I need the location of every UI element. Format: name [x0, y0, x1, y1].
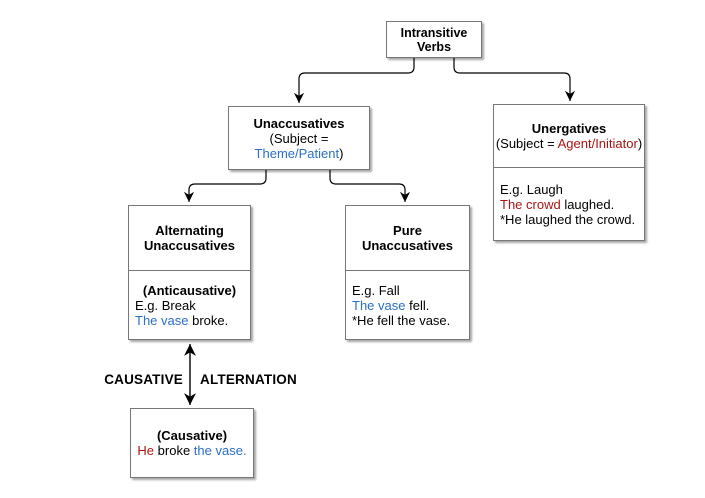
node-title: Unergatives	[531, 121, 607, 136]
agent-initiator-text: Agent/Initiator	[557, 136, 638, 151]
example-line: *He fell the vase.	[352, 312, 451, 328]
node-title-line: Pure	[393, 223, 422, 238]
subhead-anticausative: (Anticausative)	[142, 282, 237, 298]
node-title-line: Unaccusatives	[361, 238, 454, 253]
example-line: He broke the vase.	[137, 443, 247, 458]
node-header: Pure Unaccusatives	[346, 206, 469, 271]
node-header: Alternating Unaccusatives	[129, 206, 250, 271]
node-title-line: Verbs	[416, 39, 452, 54]
node-title: Unaccusatives	[253, 115, 345, 131]
node-pure-unaccusatives: Pure Unaccusatives E.g. Fall The vase fe…	[345, 205, 470, 340]
example-line: E.g. Fall	[352, 282, 400, 298]
node-examples: E.g. Laugh The crowd laughed. *He laughe…	[494, 168, 644, 240]
node-causative: (Causative) He broke the vase.	[130, 408, 254, 478]
example-line: The vase fell.	[352, 297, 430, 313]
example-line: The vase broke.	[135, 312, 229, 328]
example-line: E.g. Break	[135, 297, 196, 313]
connector-unaccusatives-to-pure	[329, 170, 411, 202]
node-unergatives: Unergatives (Subject = Agent/Initiator) …	[493, 104, 645, 241]
connector-root-to-unergatives	[453, 57, 576, 101]
causative-alternation-label-left: CAUSATIVE	[104, 372, 183, 387]
node-examples: E.g. Fall The vase fell. *He fell the va…	[346, 271, 469, 339]
example-line: The crowd laughed.	[500, 196, 615, 212]
node-title-line: Intransitive	[400, 25, 468, 40]
node-intransitive-verbs: Intransitive Verbs	[386, 21, 482, 58]
node-examples: (Anticausative) E.g. Break The vase brok…	[129, 271, 250, 339]
subhead-causative: (Causative)	[156, 428, 228, 443]
node-title-line: Alternating	[155, 223, 224, 238]
connector-unaccusatives-to-alternating	[183, 170, 267, 202]
theme-patient-text: Theme/Patient	[254, 145, 340, 161]
node-header: Unergatives (Subject = Agent/Initiator)	[494, 105, 644, 168]
node-unaccusatives: Unaccusatives (Subject = Theme/Patient)	[228, 106, 370, 170]
node-title-line: Unaccusatives	[143, 238, 236, 253]
node-subtitle: (Subject = Theme/Patient)	[254, 130, 344, 161]
connector-root-to-unaccusatives	[293, 57, 415, 103]
node-subtitle: (Subject = Agent/Initiator)	[495, 136, 643, 151]
causative-alternation-label-right: ALTERNATION	[200, 372, 297, 387]
example-line: E.g. Laugh	[500, 181, 563, 197]
example-line: *He laughed the crowd.	[500, 211, 636, 227]
node-alternating-unaccusatives: Alternating Unaccusatives (Anticausative…	[128, 205, 251, 340]
